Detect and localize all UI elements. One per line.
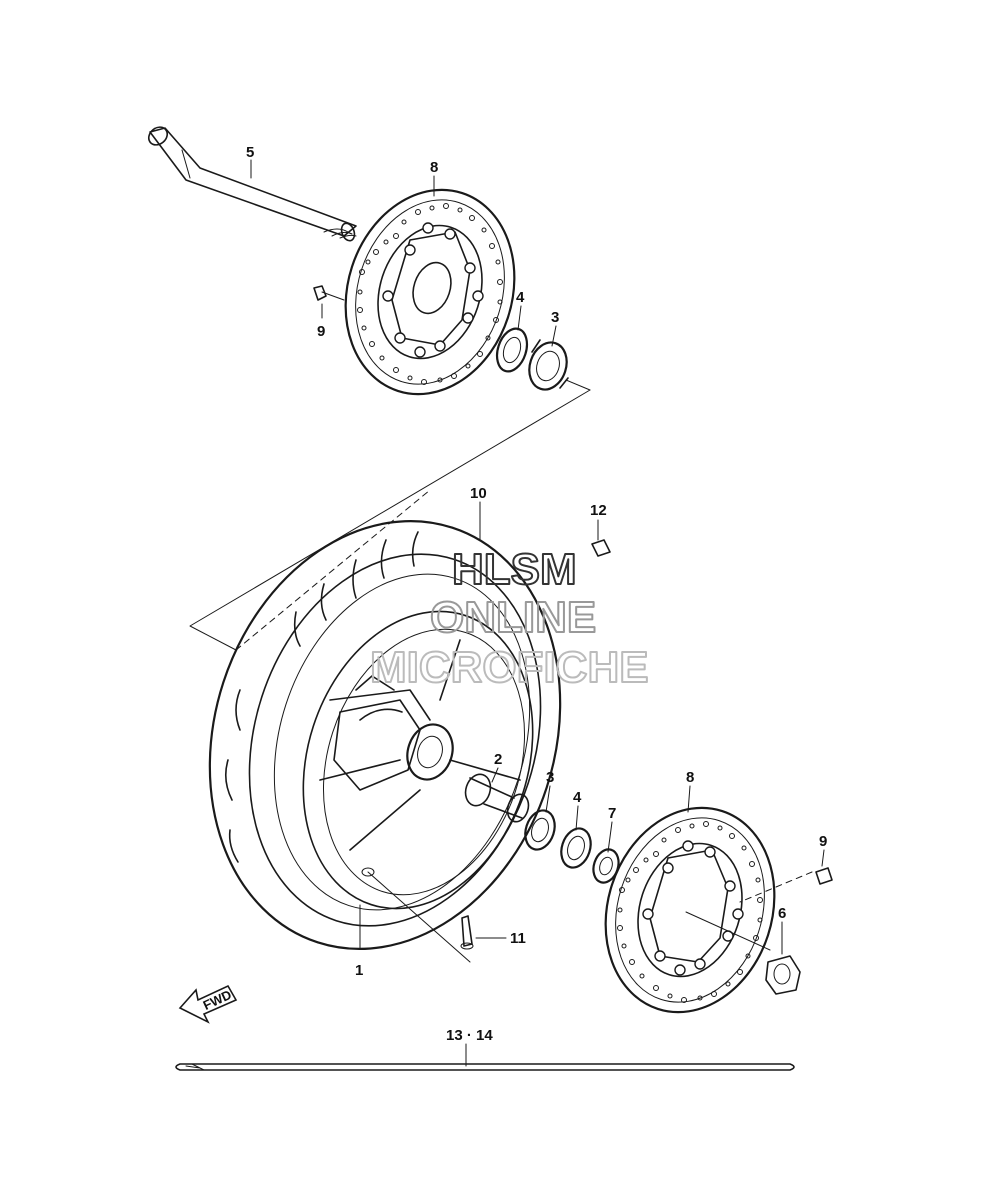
oil-seal-right[interactable]	[557, 825, 596, 872]
callout-2: 2	[494, 751, 502, 768]
disc-bolt-right[interactable]	[815, 867, 833, 885]
watermark-line-3: MICROFICHE	[370, 643, 649, 692]
callout-1: 1	[355, 962, 363, 979]
callout-11: 11	[510, 930, 526, 947]
callout-10: 10	[470, 485, 487, 502]
callout-8-mid: 8	[686, 769, 694, 786]
brake-disc-left[interactable]	[320, 168, 540, 416]
wheel-tape-strip[interactable]	[175, 1063, 795, 1071]
watermark: HLSM ONLINE MICROFICHE	[369, 544, 650, 693]
wheel-spacer[interactable]	[462, 771, 532, 824]
disc-bolt-left[interactable]	[313, 285, 345, 301]
callout-5: 5	[246, 144, 254, 161]
bearing-left[interactable]	[523, 338, 572, 395]
callout-9-mid: 9	[819, 833, 827, 850]
brake-disc-right[interactable]	[580, 786, 800, 1034]
callout-6: 6	[778, 905, 786, 922]
callout-12: 12	[590, 502, 607, 519]
watermark-line-2: ONLINE	[430, 593, 596, 642]
callout-9-top: 9	[317, 323, 325, 340]
watermark-line-1: HLSM	[452, 545, 577, 594]
balance-weight[interactable]	[591, 539, 611, 557]
axle-nut[interactable]	[765, 955, 801, 995]
tire-valve[interactable]	[460, 915, 474, 950]
forward-direction-arrow: FWD	[178, 984, 238, 1024]
callout-8-top: 8	[430, 159, 438, 176]
front-axle[interactable]	[145, 123, 357, 242]
callout-13-14: 13 · 14	[446, 1027, 493, 1044]
callout-7: 7	[608, 805, 616, 822]
callout-3-top: 3	[551, 309, 559, 326]
callout-3-mid: 3	[546, 769, 554, 786]
oil-seal-left[interactable]	[492, 325, 532, 375]
callout-4-top: 4	[516, 289, 525, 306]
callout-4-mid: 4	[573, 789, 582, 806]
collar-spacer[interactable]	[589, 846, 622, 886]
